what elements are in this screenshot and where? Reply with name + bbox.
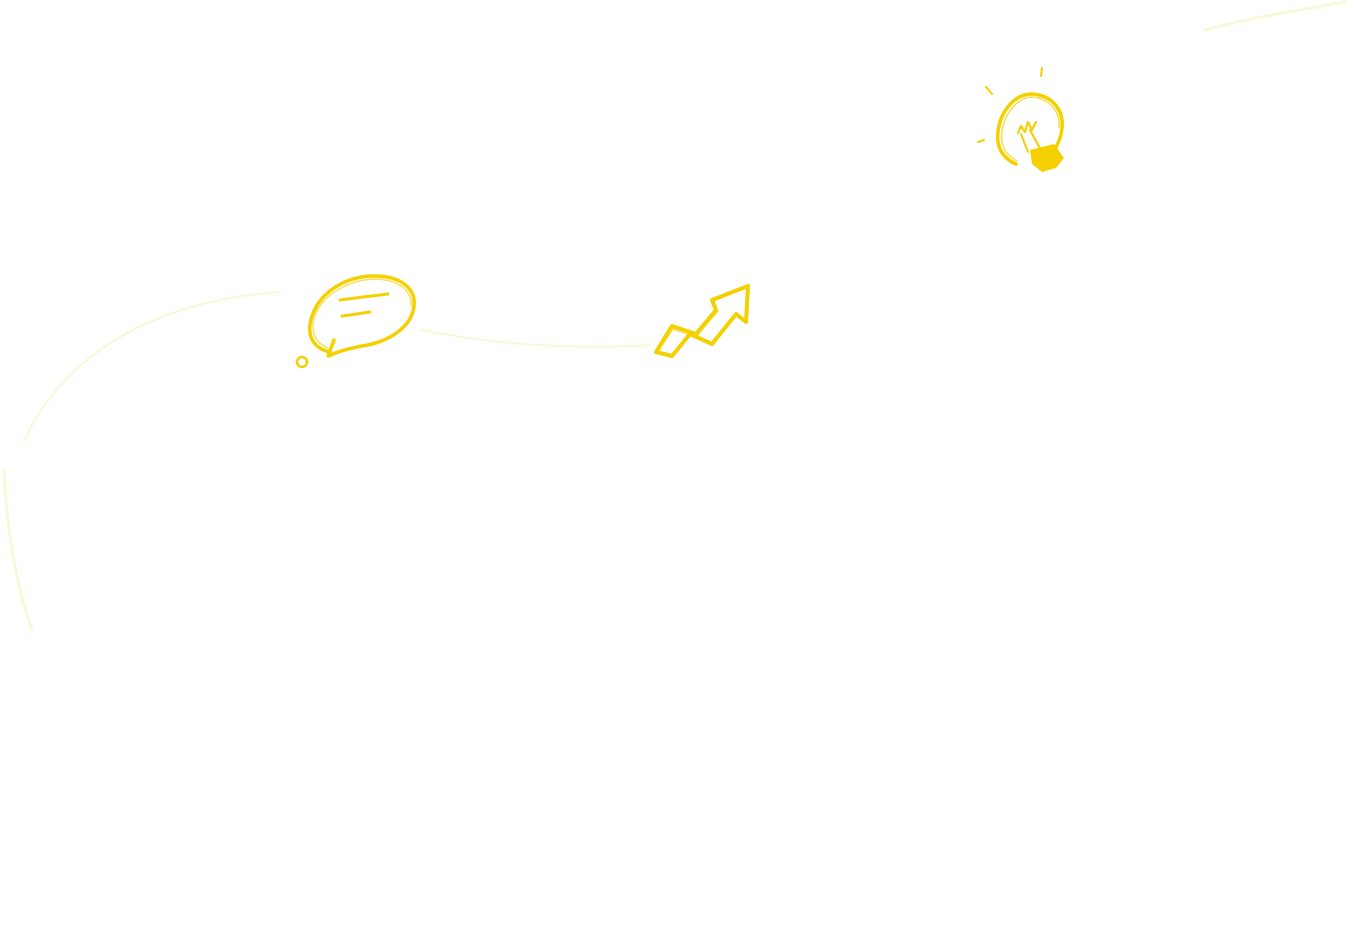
lightbulb-icon	[977, 67, 1064, 172]
trend-up-arrow-icon	[654, 284, 750, 358]
faint-sweep-mid-left	[24, 291, 281, 441]
lightbulb-base	[1030, 144, 1064, 172]
faint-sweep-mid	[419, 329, 651, 348]
faint-sweep-left	[2, 468, 34, 632]
speech-bubble-icon	[295, 274, 416, 369]
faint-sweep-top-right	[1203, 0, 1347, 32]
